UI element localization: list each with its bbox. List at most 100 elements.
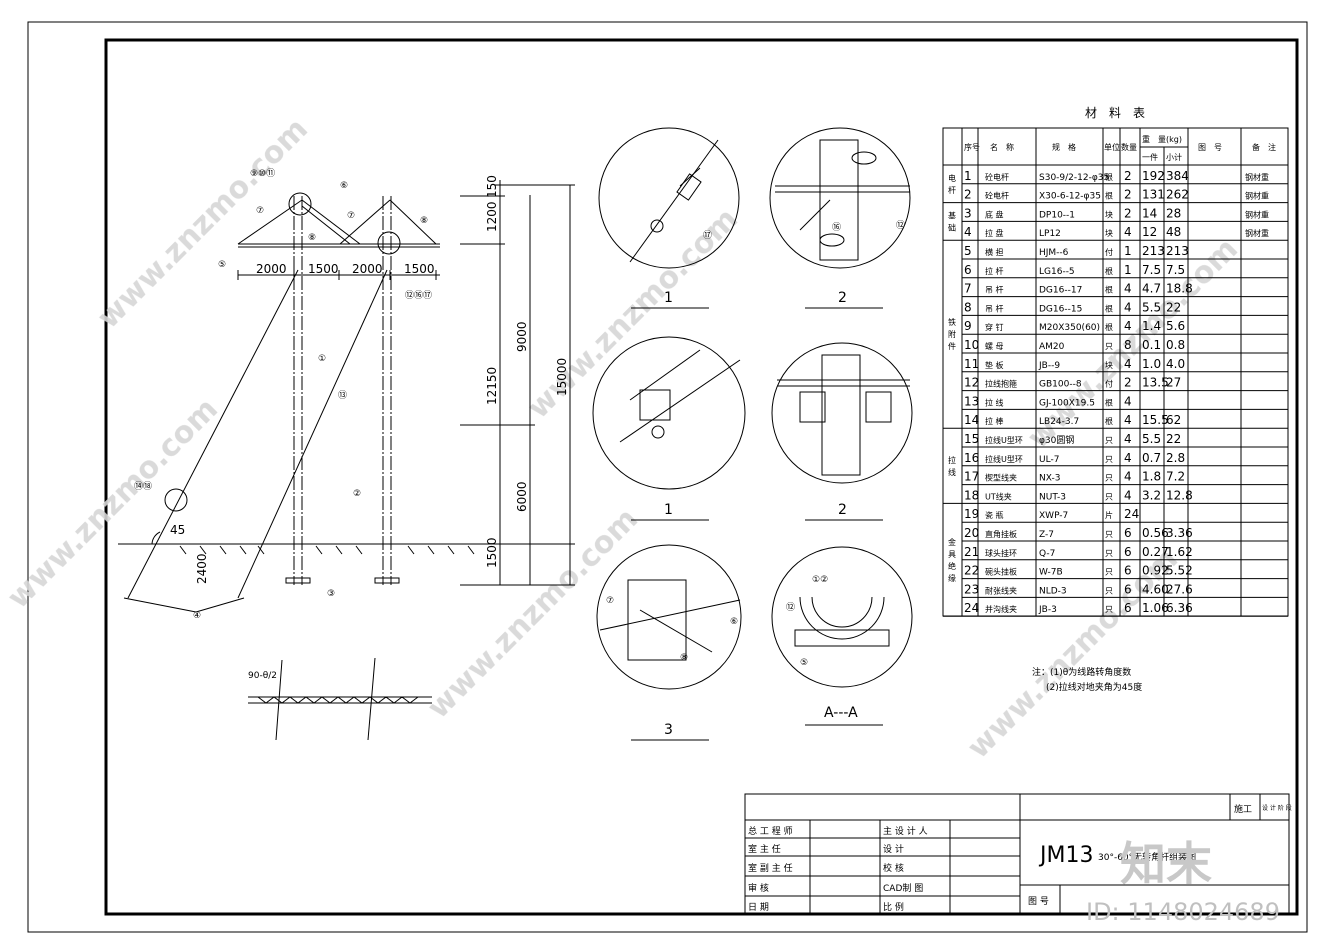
table-cell-no: 8 xyxy=(964,300,972,314)
table-cell-w2: 2.8 xyxy=(1166,451,1185,465)
table-cell-unit: 只 xyxy=(1105,492,1113,501)
table-cell-qty: 4 xyxy=(1124,300,1132,314)
table-cell-spec: LP12 xyxy=(1039,229,1061,239)
group-label-char: 铁 xyxy=(948,317,956,327)
group-label-char: 拉 xyxy=(948,455,956,465)
table-cell-no: 3 xyxy=(964,206,972,220)
table-cell-name: 直角挂板 xyxy=(985,529,1017,539)
table-cell-w1: 14 xyxy=(1142,206,1157,220)
table-cell-name: UT线夹 xyxy=(985,491,1012,501)
table-cell-qty: 4 xyxy=(1124,357,1132,371)
table-cell-w1: 3.2 xyxy=(1142,488,1161,502)
table-cell-w1: 0.27 xyxy=(1142,545,1169,559)
detail-label: A---A xyxy=(824,705,858,721)
table-cell-unit: 块 xyxy=(1105,360,1113,370)
dimension-label: 1200 xyxy=(485,201,499,232)
table-note: 注：(1)θ为线路转角度数 xyxy=(1032,666,1131,678)
callout-label: ⑭⑱ xyxy=(134,481,152,492)
dimension-label: 2400 xyxy=(195,553,209,584)
table-cell-unit: 片 xyxy=(1105,510,1113,520)
detail-2-top xyxy=(769,127,911,269)
table-cell-w2: 213 xyxy=(1166,244,1189,258)
table-cell-qty: 4 xyxy=(1124,470,1132,484)
table-cell-w1: 0.7 xyxy=(1142,451,1161,465)
table-cell-unit: 根 xyxy=(1105,303,1113,313)
table-cell-spec: GJ-100X19.5 xyxy=(1039,398,1095,408)
table-cell-w1: 1.8 xyxy=(1142,470,1161,484)
table-cell-no: 15 xyxy=(964,432,979,446)
role-label: 日 期 xyxy=(748,902,769,913)
table-cell-unit: 块 xyxy=(1105,228,1113,238)
table-cell-spec: LG16--5 xyxy=(1039,267,1075,277)
table-cell-no: 10 xyxy=(964,338,979,352)
detail-3 xyxy=(596,544,742,690)
detail-views: 1 2 1 2 3 A---A ⑰ ⑯ ⑫ ⑦ ⑥ ⑧ ①② ⑫ ⑤ xyxy=(592,127,913,741)
table-cell-qty: 24 xyxy=(1124,507,1139,521)
callout-label: ⑬ xyxy=(338,390,347,401)
table-note: (2)拉线对地夹角为45度 xyxy=(1046,681,1142,693)
outer-frame xyxy=(27,21,1308,933)
table-cell-w1: 15.5 xyxy=(1142,413,1169,427)
table-cell-qty: 2 xyxy=(1124,188,1132,202)
table-cell-unit: 只 xyxy=(1105,530,1113,539)
table-cell-w1: 4.7 xyxy=(1142,282,1161,296)
table-cell-w2: 62 xyxy=(1166,413,1181,427)
callout-label: ⑫⑯⑰ xyxy=(405,290,432,301)
table-cell-unit: 根 xyxy=(1105,322,1113,332)
table-cell-unit: 只 xyxy=(1105,455,1113,464)
plan-angle-symbol xyxy=(248,657,432,741)
group-label-char: 缘 xyxy=(948,573,956,583)
table-cell-name: 垫 板 xyxy=(985,360,1004,370)
header-cell: 小计 xyxy=(1166,152,1182,162)
table-cell-unit: 根 xyxy=(1105,172,1113,182)
table-cell-w2: 27 xyxy=(1166,376,1181,390)
table-cell-no: 19 xyxy=(964,507,979,521)
detail-circle-marker xyxy=(377,231,401,255)
table-cell-unit: 根 xyxy=(1105,416,1113,426)
table-cell-qty: 6 xyxy=(1124,582,1132,596)
header-cell: 一件 xyxy=(1142,152,1158,162)
group-label-char: 基 xyxy=(948,210,956,220)
table-cell-note: 钢材重 xyxy=(1245,209,1269,219)
detail-2-mid xyxy=(771,342,913,484)
table-cell-no: 17 xyxy=(964,470,979,484)
table-cell-qty: 4 xyxy=(1124,319,1132,333)
group-label-char: 电 xyxy=(948,173,956,183)
table-cell-name: 砼电杆 xyxy=(985,191,1009,201)
table-cell-qty: 2 xyxy=(1124,206,1132,220)
table-cell-w1: 1.4 xyxy=(1142,319,1161,333)
table-cell-no: 22 xyxy=(964,564,979,578)
watermark-site: www.znzmo.com xyxy=(421,502,645,726)
table-cell-qty: 1 xyxy=(1124,263,1132,277)
header-cell: 重 量(kg) xyxy=(1142,134,1182,144)
table-cell-w1: 1.06 xyxy=(1142,601,1169,615)
table-cell-unit: 付 xyxy=(1105,247,1113,257)
table-cell-w2: 6.36 xyxy=(1166,601,1193,615)
table-cell-spec: φ30圆钢 xyxy=(1039,434,1074,446)
callout-label: ⑥ xyxy=(340,181,348,191)
table-cell-no: 11 xyxy=(964,357,979,371)
role-label: 室 副 主 任 xyxy=(748,862,793,874)
table-cell-name: 拉 杆 xyxy=(985,266,1004,276)
group-label-char: 附 xyxy=(948,329,956,339)
table-cell-no: 18 xyxy=(964,488,979,502)
detail-1-mid xyxy=(592,336,746,490)
table-cell-name: 瓷 瓶 xyxy=(985,510,1004,520)
table-cell-w1: 192 xyxy=(1142,169,1165,183)
table-cell-qty: 8 xyxy=(1124,338,1132,352)
table-cell-w1: 0.92 xyxy=(1142,564,1169,578)
header-cell: 单位 xyxy=(1104,142,1120,152)
ground-hatch xyxy=(179,545,475,555)
table-cell-no: 14 xyxy=(964,413,979,427)
group-label-char: 金 xyxy=(948,537,956,547)
table-cell-spec: W-7B xyxy=(1039,568,1063,578)
base-plate xyxy=(285,577,311,584)
table-cell-spec: LB24-3.7 xyxy=(1039,417,1079,427)
role-label: 校 核 xyxy=(883,862,904,874)
table-cell-w2: 1.62 xyxy=(1166,545,1193,559)
table-cell-name: 拉线U型环 xyxy=(985,454,1023,464)
table-cell-name: 拉 盘 xyxy=(985,228,1004,238)
table-cell-unit: 根 xyxy=(1105,191,1113,201)
dimension-label: 1500 xyxy=(404,262,435,276)
table-cell-no: 12 xyxy=(964,376,979,390)
